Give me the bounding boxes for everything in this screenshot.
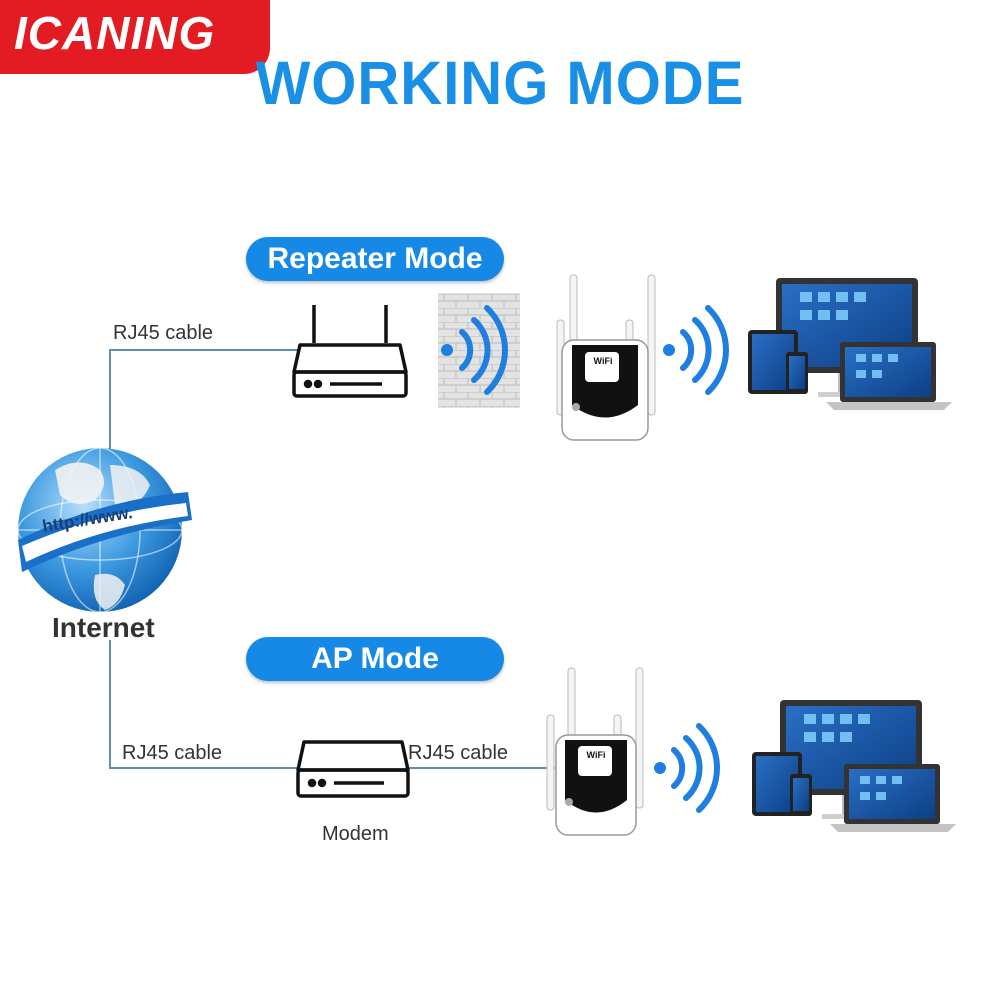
wifi-extender-icon <box>546 667 644 836</box>
ap-rj45-line-left <box>109 640 298 769</box>
wifi-wave-icon <box>663 305 729 395</box>
internet-globe-icon <box>17 447 192 613</box>
ap-cable-left-label: RJ45 cable <box>122 742 223 764</box>
wifi-wave-icon <box>654 723 720 813</box>
page-title: WORKING MODE <box>255 49 745 118</box>
modem-label: Modem <box>322 823 389 845</box>
connection-lines <box>109 349 555 769</box>
modem-icon <box>296 740 410 798</box>
repeater-cable-label: RJ45 cable <box>113 322 214 344</box>
client-devices-icon <box>752 700 956 832</box>
wifi-extender-icon <box>556 274 656 441</box>
ap-mode-pill: AP Mode <box>246 637 504 681</box>
extender-brand-label: WiFi <box>586 750 606 760</box>
router-icon <box>292 305 408 398</box>
internet-label: Internet <box>52 612 155 643</box>
brand-name: ICANING <box>14 7 216 59</box>
wifi-wave-icon <box>441 305 508 395</box>
brand-badge: ICANING <box>0 0 270 74</box>
repeater-mode-pill: Repeater Mode <box>246 237 504 281</box>
ap-cable-right-label: RJ45 cable <box>408 742 509 764</box>
repeater-rj45-line <box>109 349 300 465</box>
extender-brand-label: WiFi <box>593 356 613 366</box>
client-devices-icon <box>748 278 952 410</box>
